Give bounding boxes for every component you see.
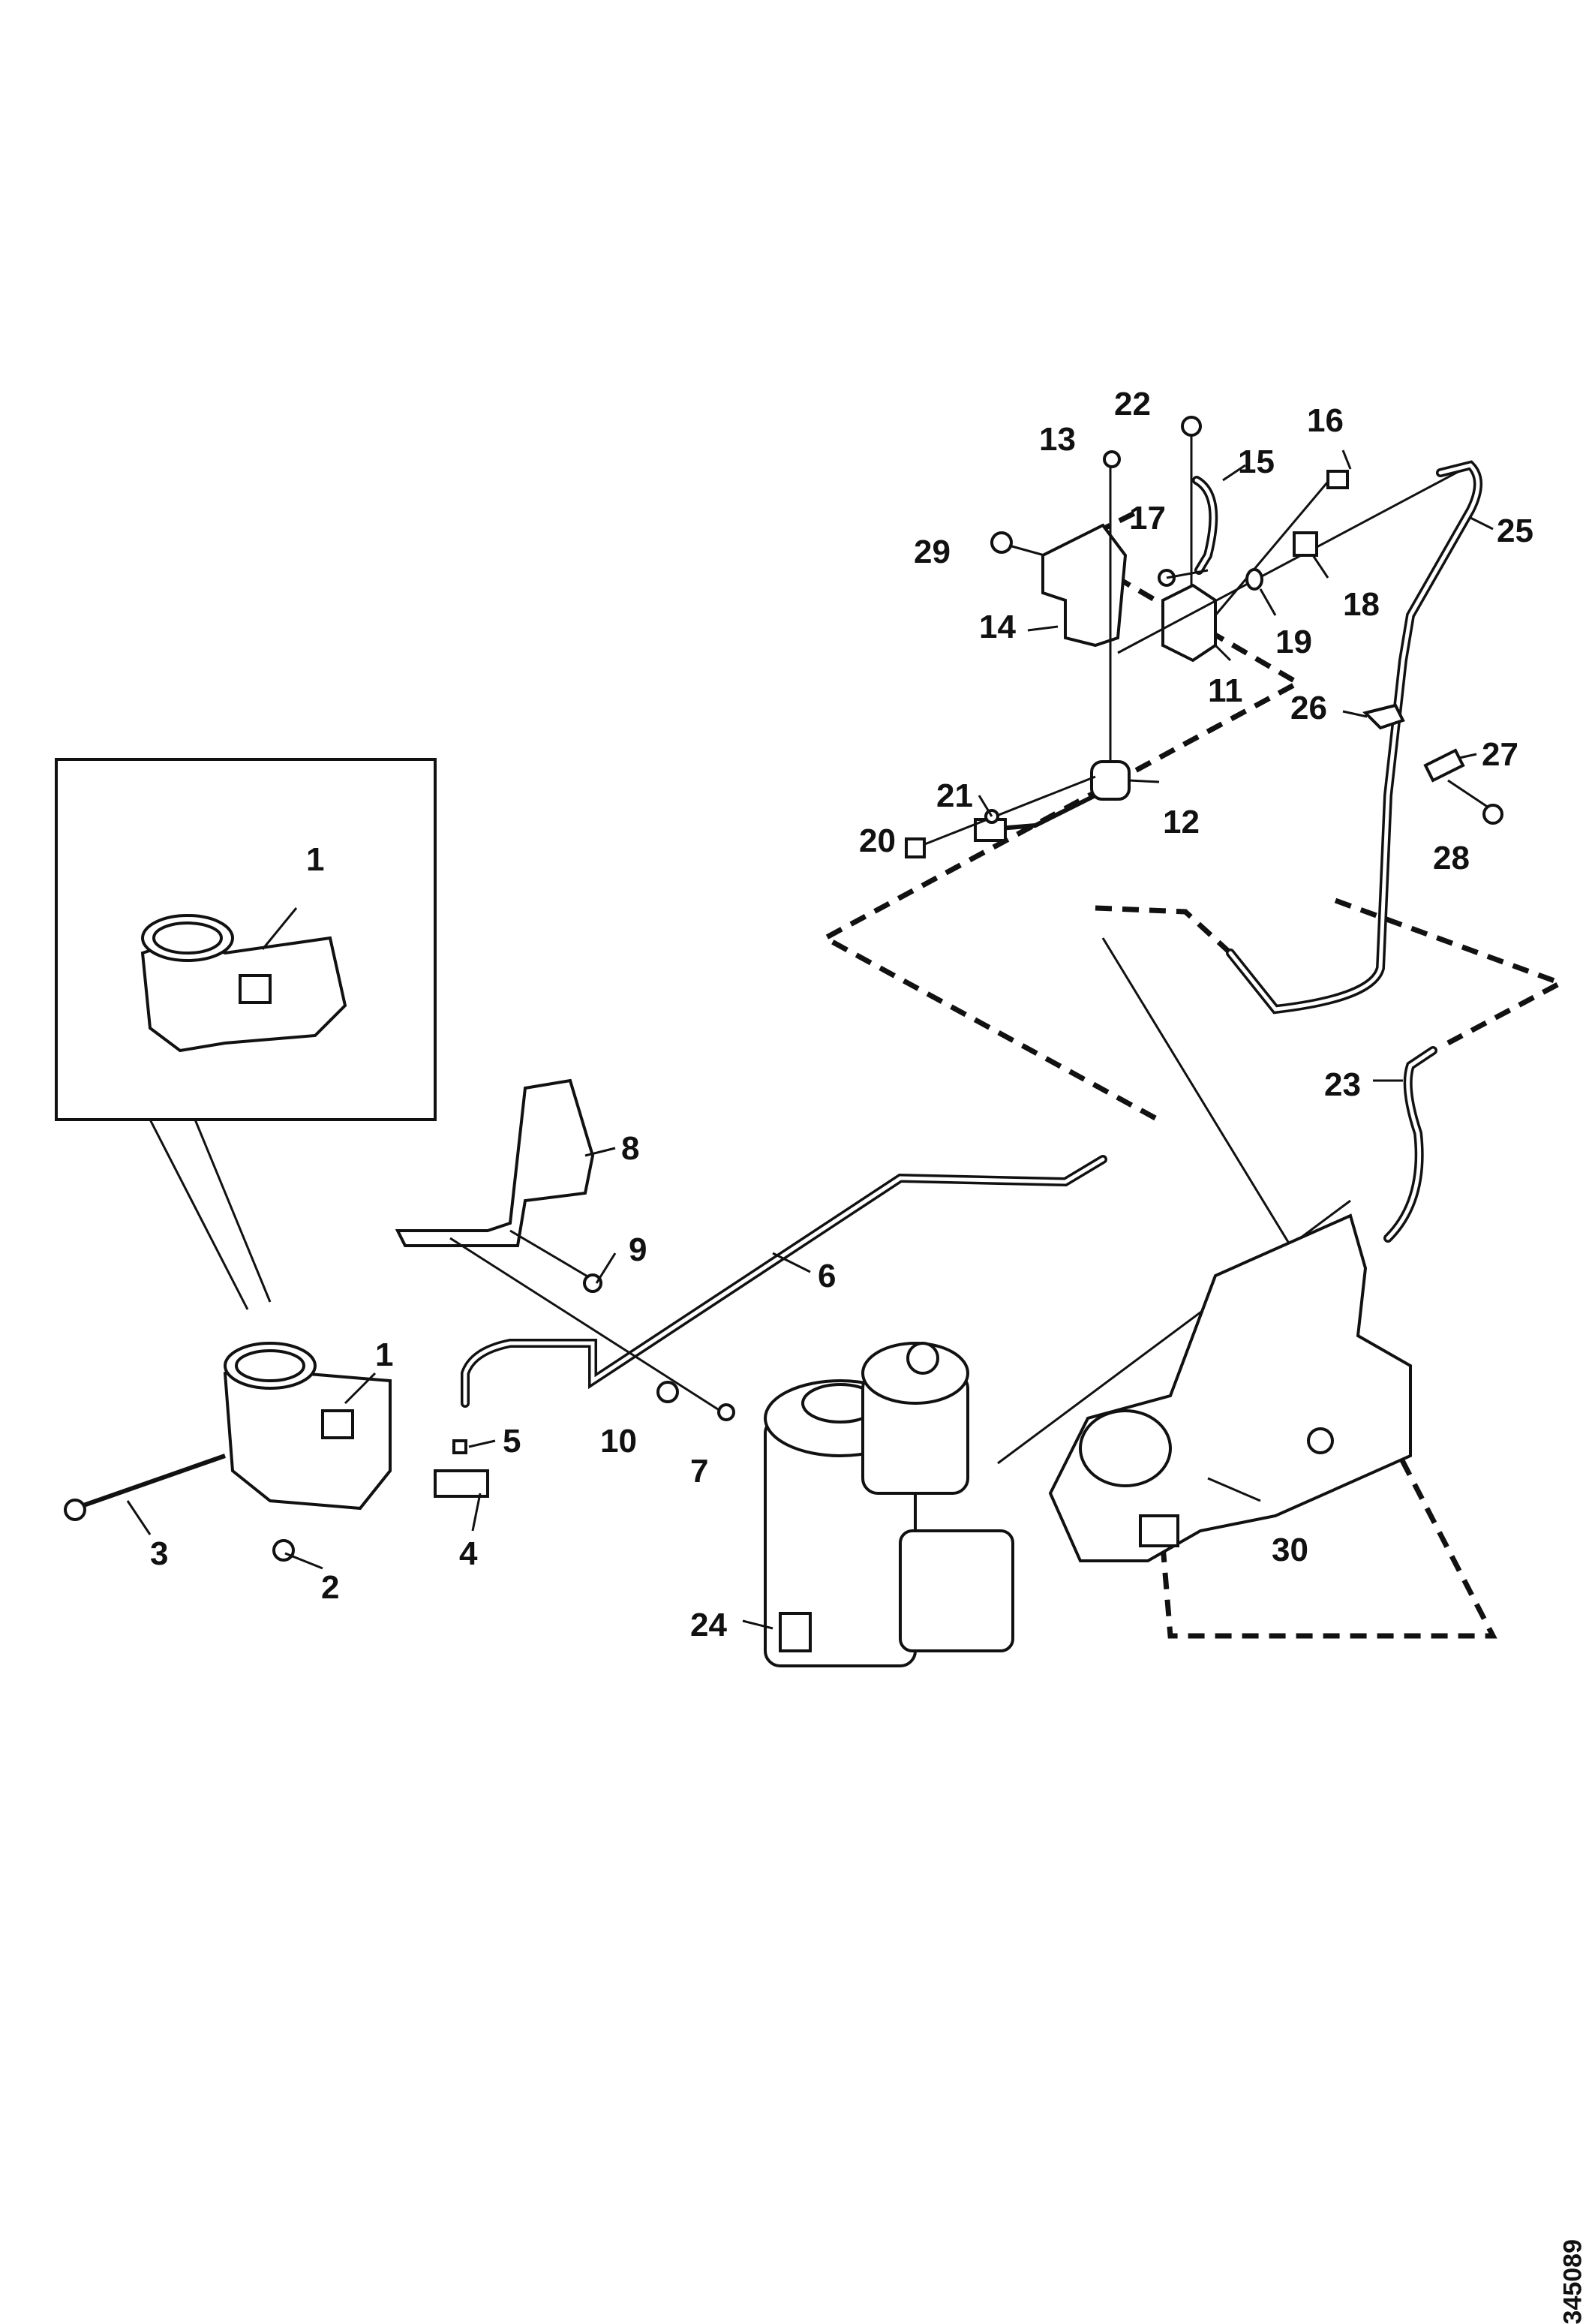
bolt-3 xyxy=(74,1454,226,1511)
callout-11: 11 xyxy=(1208,672,1243,709)
callout-18: 18 xyxy=(1343,586,1380,623)
callout-7: 7 xyxy=(690,1453,708,1490)
nut-29 xyxy=(990,531,1013,554)
detail-inset-frame xyxy=(55,758,437,1121)
tube-25 xyxy=(1226,460,1482,1015)
bracket-14 xyxy=(1041,523,1128,648)
callout-1: 1 xyxy=(375,1336,393,1373)
callout-1-inset: 1 xyxy=(306,841,324,878)
callout-9: 9 xyxy=(629,1231,647,1268)
dashed-route-3 xyxy=(1334,897,1567,1046)
washer-19 xyxy=(1245,568,1263,591)
bracket-8 xyxy=(395,1078,595,1247)
callout-17: 17 xyxy=(1129,500,1166,537)
inset-leader-right xyxy=(194,1119,272,1303)
nut-13 xyxy=(1103,450,1121,468)
callout-30: 30 xyxy=(1272,1532,1308,1568)
bolt-7 xyxy=(717,1403,735,1421)
figure-id: 345089 xyxy=(1558,2239,1587,2324)
throttle-body xyxy=(223,1342,392,1511)
fitting-18 xyxy=(1293,531,1318,557)
inset-leader-left xyxy=(149,1119,249,1310)
callout-5: 5 xyxy=(503,1423,521,1460)
callout-12: 12 xyxy=(1163,804,1200,840)
callout-28: 28 xyxy=(1433,840,1470,876)
callout-27: 27 xyxy=(1482,736,1518,773)
bolt-2 xyxy=(272,1539,295,1562)
callout-10: 10 xyxy=(600,1423,637,1460)
callout-26: 26 xyxy=(1290,690,1327,726)
callout-14: 14 xyxy=(979,609,1016,645)
callout-24: 24 xyxy=(690,1607,727,1643)
callout-16: 16 xyxy=(1307,402,1344,439)
block-11 xyxy=(1161,583,1217,663)
callout-22: 22 xyxy=(1114,386,1151,422)
bolt-22 xyxy=(1181,416,1202,437)
callout-29: 29 xyxy=(914,534,951,570)
fitting-20 xyxy=(905,837,926,858)
fuel-filter-24 xyxy=(764,1342,1014,1667)
fitting-16 xyxy=(1326,470,1349,489)
clip-26 xyxy=(1362,703,1405,730)
callout-15: 15 xyxy=(1238,443,1275,480)
callout-13: 13 xyxy=(1039,421,1076,458)
dashed-route-2 xyxy=(1095,905,1233,955)
callout-4: 4 xyxy=(459,1535,478,1572)
callout-6: 6 xyxy=(818,1258,836,1294)
callout-20: 20 xyxy=(859,822,896,859)
callout-23: 23 xyxy=(1324,1066,1361,1103)
bolt-28 xyxy=(1482,804,1503,825)
callout-25: 25 xyxy=(1497,513,1533,549)
dashed-route-4 xyxy=(1160,1417,1497,1639)
dashed-route-1 xyxy=(819,507,1304,1121)
fitting-5 xyxy=(452,1439,467,1454)
tube-23 xyxy=(1383,1046,1437,1243)
inset-throttle-body xyxy=(140,914,347,1053)
callout-3: 3 xyxy=(150,1535,168,1572)
callout-2: 2 xyxy=(321,1569,339,1606)
sensor-12 xyxy=(1090,760,1131,801)
fitting-10 xyxy=(656,1381,679,1403)
exploded-parts-diagram: 1 1 2 3 4 5 6 7 8 9 10 11 12 13 14 15 16… xyxy=(55,386,1567,1667)
callout-21: 21 xyxy=(936,777,973,814)
clip-27 xyxy=(1423,748,1465,783)
callout-19: 19 xyxy=(1275,624,1312,660)
bolt-9 xyxy=(583,1273,602,1293)
callout-8: 8 xyxy=(621,1130,639,1167)
fuel-pump-30 xyxy=(1048,1213,1412,1562)
sensor-4 xyxy=(434,1469,489,1498)
